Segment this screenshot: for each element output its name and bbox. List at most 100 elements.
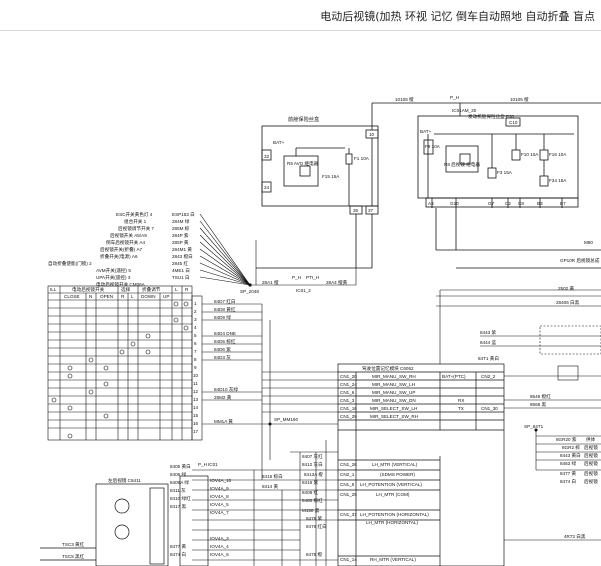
pin-number: 14 <box>193 405 199 410</box>
switch-label: ESC开关黄色灯 4 <box>116 211 153 218</box>
right-label: 8568 黑 <box>530 402 546 408</box>
pin-number: 8 <box>194 357 197 362</box>
wire-label: 8411 灰 <box>170 487 186 494</box>
mirror-tag: IC01 <box>208 462 218 467</box>
wire-label: 84D5 棕红 <box>214 338 236 345</box>
module-signal: LH_MTR (COM) <box>376 492 410 497</box>
pin-label: 32 <box>264 154 270 159</box>
table-subheader: DOWN <box>141 294 156 299</box>
fuse-f15: F15 15A <box>322 174 340 179</box>
bottom-wire-labels: 8407 灰红 8412 灰白 8413A 橙 8416 紫 8408 红 84… <box>170 453 327 558</box>
splice-label: SP_84T1 <box>524 424 544 429</box>
wire-label: 8408 红 <box>302 489 318 495</box>
fuse-f3: F3 15A <box>497 170 513 175</box>
right-label: 8GR2 棕 <box>562 444 580 451</box>
wire-label: P_H <box>450 95 459 100</box>
module-pin: RX <box>458 398 464 403</box>
fuse-f34: F34 15A <box>549 178 567 183</box>
right-label: GP10R 后视镜总成 <box>560 257 600 264</box>
table-output-wires <box>202 303 338 480</box>
pin-number: 10 <box>193 373 199 378</box>
wire-label: P_H <box>292 275 301 280</box>
right-label: 8443 黄白 <box>560 452 581 459</box>
right-label: 8477 黄 <box>560 470 576 477</box>
table-subheader: UP <box>163 294 169 299</box>
module-signal: LH_MTR (VERTICAL) <box>372 462 418 467</box>
edge-label: 后视镜 <box>584 452 598 459</box>
switch-label: 电动后视镜开关 CM06A <box>96 281 146 288</box>
table-wire-labels: 84D7 红白 84D8 黄红 84D9 绿 84D4 DNE 84D5 棕红 … <box>214 298 238 425</box>
pin-number: 3 <box>194 317 197 322</box>
wire-label: 84D4 DNE <box>214 331 236 336</box>
mirror-pin: IOV4A_9 <box>210 486 229 491</box>
module-pin: CN1_30 <box>481 406 498 411</box>
module-pin: CN1_3 <box>340 398 355 403</box>
splice-label: SP_2048 <box>240 289 259 294</box>
right-label: 8474 白 <box>560 478 576 485</box>
mirror-tag: TSC5 黑红 <box>62 553 85 560</box>
pin-label: 35 <box>353 208 359 213</box>
module-signal: LH_MTR (HORIZONTAL) <box>366 520 418 525</box>
table-headers: ILL 电动后视镜开关 选择 折叠调节 L R CLOSE N OPEN R L… <box>50 286 189 299</box>
module-pin: CN1_20 <box>340 374 357 379</box>
bottom-wires <box>192 440 338 566</box>
wire-label: 28M2 黄 <box>214 394 232 401</box>
pin-number: 1 <box>194 301 197 306</box>
relay-r2: R8 后视镜 继电器 <box>444 161 480 168</box>
switch-label: 倒车后视镜开关 A4 <box>106 239 145 246</box>
right-label: 28405 白黑 <box>556 299 580 306</box>
module-signal: (SDMS POWER) <box>380 472 415 477</box>
mirror-pin: IOV4A_4 <box>210 544 229 549</box>
wire-label: 285M 棕 <box>172 225 190 232</box>
splice-dot <box>248 283 252 287</box>
connector-label: IC01AM_30 <box>452 108 477 113</box>
wire-label: 8414 黄 <box>262 483 278 490</box>
splice-dot <box>268 422 272 426</box>
module-signal: RH_MTR (VERTICAL) <box>370 557 416 562</box>
pin-label: 24 <box>264 185 270 190</box>
switch-wire-labels: ESP153 白 284M 绿 285M 棕 284P 紫 285P 黄 284… <box>172 211 195 281</box>
module-signal: LH_POTENTION (HORIZONTAL) <box>360 512 429 517</box>
wire-label: 284M 绿 <box>172 218 190 224</box>
wire-label: 2843 橙白 <box>172 253 193 260</box>
wire-label: 84D10 灰绿 <box>214 386 238 393</box>
pin-label: 37 <box>368 208 374 213</box>
pin-number: 5 <box>194 333 197 338</box>
module-pin: CN1_5 <box>340 482 355 487</box>
module-pin: CN1_29 <box>340 414 357 419</box>
wire-label: 8407 灰红 <box>302 453 323 460</box>
bat-left: BAT+ <box>273 140 285 145</box>
edge-label: 后视镜 <box>584 470 598 477</box>
wire-label: 84D7 红白 <box>214 298 235 305</box>
page-title: 电动后视镜(加热 环视 记忆 倒车自动照地 自动折叠 盲点 <box>320 10 595 23</box>
table-header: L <box>175 287 178 292</box>
pin-number: 15 <box>193 413 199 418</box>
wire-label: 10105 橙 <box>395 96 414 103</box>
title-bar: 电动后视镜(加热 环视 记忆 倒车自动照地 自动折叠 盲点 <box>0 0 601 31</box>
table-header: 折叠调节 <box>142 286 161 293</box>
wire-label: TSU1 白 <box>172 274 190 281</box>
fuse-f16: F16 10A <box>549 152 567 157</box>
fuse-f1: F1 10A <box>354 156 370 161</box>
wire-label: PTI_H <box>306 275 319 280</box>
fuse-f9: F9 10A <box>425 144 441 149</box>
mirror-pin: IOV4A_6 <box>210 552 229 557</box>
pin-label: G10 <box>450 201 459 206</box>
module-signal: LH_POTENTION (VERTICAL) <box>360 482 422 487</box>
switch-label: 组合开关 1 <box>124 218 147 225</box>
fuse-box-right <box>417 115 579 208</box>
wire-label: 8405 黄白 <box>170 463 191 470</box>
wire-label: 84D3 灰 <box>214 354 231 361</box>
wire-label: 284M1 黄 <box>172 246 192 253</box>
relay-r1: R5 AVO 继电器 <box>287 160 319 167</box>
pin-label: A3 <box>428 201 434 206</box>
right-label: 8444 蓝 <box>480 339 496 345</box>
wire-label: 8415 棕白 <box>262 473 283 480</box>
wire-label: 8478 紫 <box>306 516 322 521</box>
pin-number: 17 <box>193 429 199 434</box>
pin-label: B3 <box>537 201 543 206</box>
switch-label: 后视镜开关 A5/A9 <box>110 232 147 239</box>
wire-label: 4ME1 白 <box>172 267 190 274</box>
wire-label: 8406 绿 <box>170 471 186 477</box>
pin-number: 12 <box>193 389 199 394</box>
